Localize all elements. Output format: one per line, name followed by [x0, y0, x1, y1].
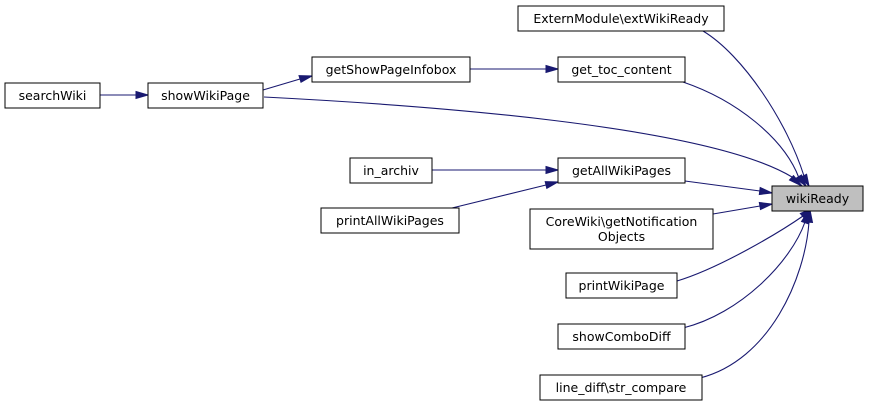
node-wikiready-label[interactable]: wikiReady	[786, 191, 850, 206]
node-showwikipage-box[interactable]	[147, 82, 264, 109]
node-get-toc-content-box[interactable]	[557, 56, 686, 83]
node-getshowpageinfobox[interactable]: getShowPageInfobox	[311, 56, 471, 83]
node-extern-extwikiready[interactable]: ExternModule\extWikiReady	[517, 5, 725, 32]
node-searchwiki[interactable]: searchWiki	[4, 82, 101, 109]
edge-showwikipage-to-wikiready	[263, 96, 803, 187]
node-wikiready[interactable]: wikiReady	[771, 185, 864, 212]
edge-showwikipage-to-getshowpageinfobox-arrowhead	[298, 75, 314, 84]
node-searchwiki-box[interactable]	[4, 82, 101, 109]
edge-printwikipage-to-wikiready-line	[676, 215, 804, 282]
edge-str-compare-to-wikiready	[699, 208, 814, 379]
node-get-toc-content[interactable]: get_toc_content	[557, 56, 686, 83]
edge-in-archiv-to-getallwikipages-arrowhead	[545, 165, 560, 175]
node-str-compare-label[interactable]: line_diff\str_compare	[556, 380, 687, 395]
node-getshowpageinfobox-label[interactable]: getShowPageInfobox	[326, 62, 457, 77]
node-str-compare-box[interactable]	[539, 374, 703, 401]
edge-showwikipage-to-getshowpageinfobox	[262, 75, 314, 91]
edge-searchwiki-to-showwikipage	[100, 90, 150, 100]
edge-getallwikipages-to-wikiready	[684, 180, 774, 196]
node-getallwikipages-label[interactable]: getAllWikiPages	[572, 163, 671, 178]
node-getshowpageinfobox-box[interactable]	[311, 56, 471, 83]
edge-printallwikipages-to-getallwikipages-arrowhead	[544, 181, 560, 190]
node-printallwikipages[interactable]: printAllWikiPages	[320, 207, 460, 234]
node-extern-extwikiready-box[interactable]	[517, 5, 725, 32]
node-extern-extwikiready-label[interactable]: ExternModule\extWikiReady	[533, 11, 709, 26]
edge-getnotificationobjects-to-wikiready	[712, 201, 774, 215]
node-corewiki-getnotificationobjects-box[interactable]	[529, 208, 714, 250]
edge-showcombodiff-to-wikiready-line	[682, 221, 806, 329]
node-str-compare[interactable]: line_diff\str_compare	[539, 374, 703, 401]
edge-getshowpageinfobox-to-get-toc-content-arrowhead	[545, 64, 560, 74]
edge-showwikipage-to-wikiready-arrowhead	[788, 174, 803, 187]
edge-getallwikipages-to-wikiready-line	[684, 180, 761, 192]
call-edges	[100, 30, 814, 379]
node-wikiready-box[interactable]	[771, 185, 864, 212]
edge-getshowpageinfobox-to-get-toc-content	[470, 64, 560, 74]
node-showwikipage-label[interactable]: showWikiPage	[161, 88, 250, 103]
edge-showwikipage-to-getshowpageinfobox-line	[262, 78, 301, 91]
node-in-archiv-box[interactable]	[349, 157, 433, 184]
edge-get-toc-content-to-wikiready-line	[682, 81, 800, 179]
node-printallwikipages-box[interactable]	[320, 207, 460, 234]
node-getallwikipages-box[interactable]	[557, 157, 686, 184]
node-showcombodiff[interactable]: showComboDiff	[557, 323, 686, 350]
edge-str-compare-to-wikiready-arrowhead	[804, 208, 814, 224]
edge-get-toc-content-to-wikiready	[682, 81, 808, 188]
edge-getnotificationobjects-to-wikiready-arrowhead	[758, 201, 774, 211]
edge-extwikiready-to-wikiready	[702, 30, 810, 188]
edge-searchwiki-to-showwikipage-arrowhead	[135, 90, 150, 100]
node-showwikipage[interactable]: showWikiPage	[147, 82, 264, 109]
node-in-archiv[interactable]: in_archiv	[349, 157, 433, 184]
edge-printallwikipages-to-getallwikipages-line	[451, 184, 547, 209]
node-in-archiv-label[interactable]: in_archiv	[363, 163, 419, 178]
node-corewiki-getnotificationobjects-label-line1[interactable]: CoreWiki\getNotification	[546, 214, 698, 229]
node-getallwikipages[interactable]: getAllWikiPages	[557, 157, 686, 184]
edge-get-toc-content-to-wikiready-arrowhead	[794, 174, 808, 188]
node-printallwikipages-label[interactable]: printAllWikiPages	[336, 213, 444, 228]
call-nodes: wikiReady ExternModule\extWikiReady get_to…	[4, 5, 864, 401]
node-get-toc-content-label[interactable]: get_toc_content	[571, 62, 671, 77]
node-showcombodiff-label[interactable]: showComboDiff	[572, 329, 671, 344]
node-corewiki-getnotificationobjects-label-line2[interactable]: Objects	[598, 229, 645, 244]
edge-extwikiready-to-wikiready-line	[702, 30, 805, 177]
node-printwikipage-box[interactable]	[565, 272, 678, 299]
edge-getallwikipages-to-wikiready-arrowhead	[758, 186, 774, 196]
node-showcombodiff-box[interactable]	[557, 323, 686, 350]
edge-str-compare-to-wikiready-line	[699, 221, 810, 379]
node-searchwiki-label[interactable]: searchWiki	[19, 88, 87, 103]
node-printwikipage[interactable]: printWikiPage	[565, 272, 678, 299]
edge-getnotificationobjects-to-wikiready-line	[712, 205, 761, 215]
edge-showwikipage-to-wikiready-line	[263, 96, 793, 178]
edge-printallwikipages-to-getallwikipages	[451, 181, 560, 209]
edge-in-archiv-to-getallwikipages	[432, 165, 560, 175]
node-printwikipage-label[interactable]: printWikiPage	[579, 278, 665, 293]
